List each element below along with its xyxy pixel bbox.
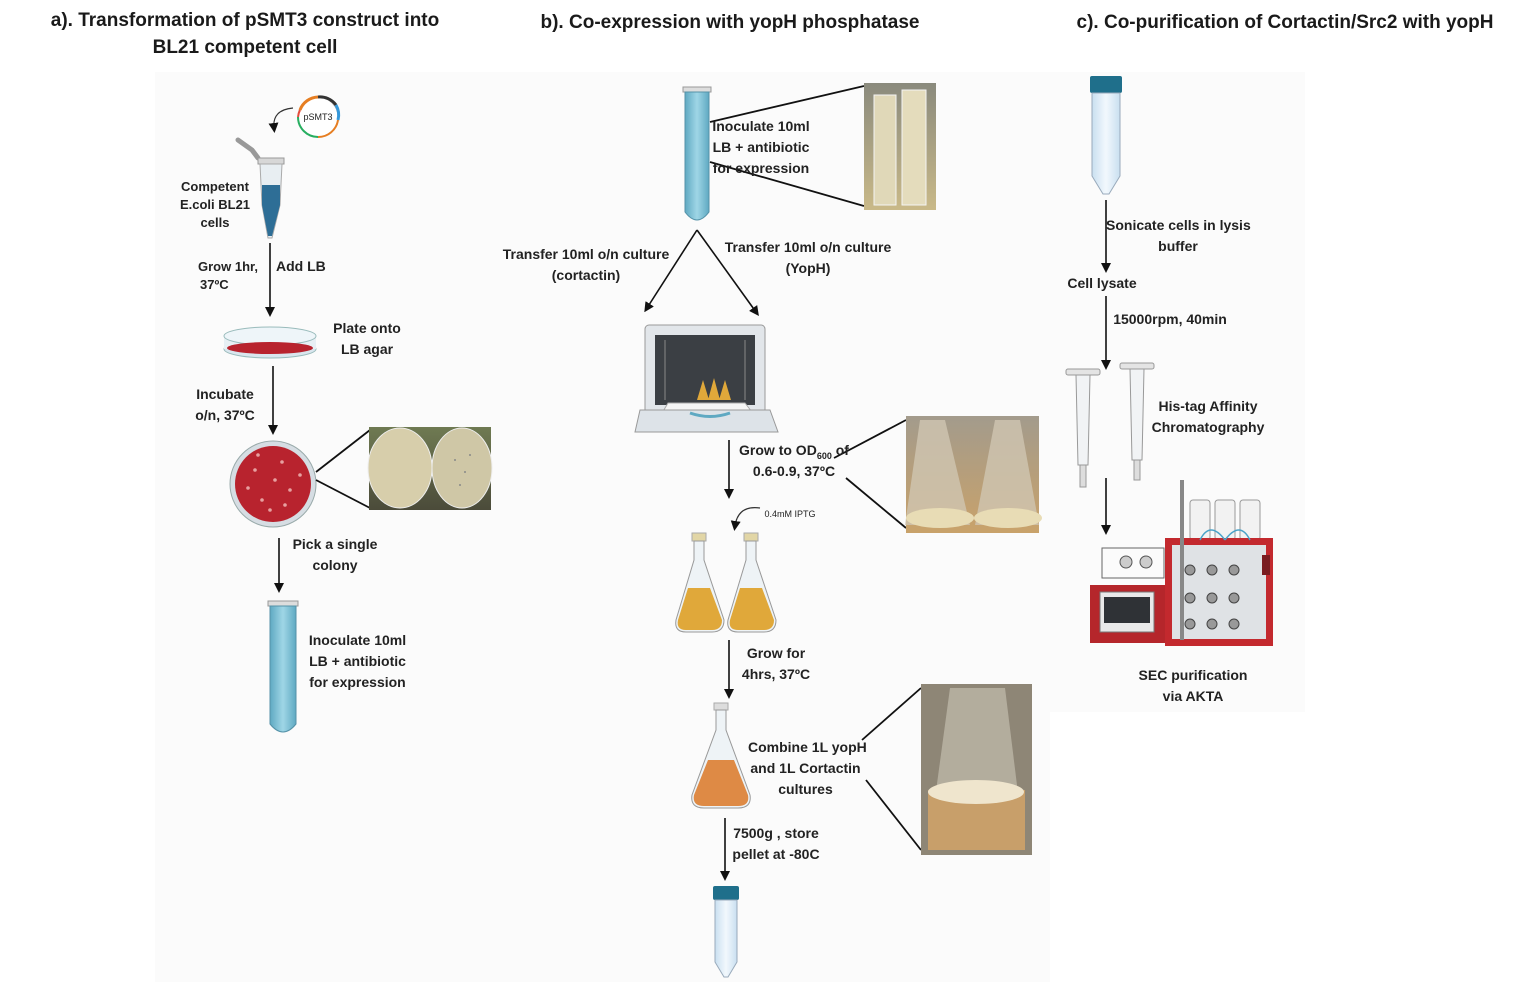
sonicate-label-2: buffer — [1158, 238, 1198, 254]
iptg-label: 0.4mM IPTG — [764, 509, 816, 519]
competent-cells-tube-icon — [235, 137, 285, 239]
plasmid-arrow — [268, 107, 294, 133]
plate-onto-label-1: Plate onto — [333, 320, 401, 336]
centrifuge-c-label: 15000rpm, 40min — [1113, 311, 1227, 327]
centrifuge-label-2: pellet at -80C — [732, 846, 820, 862]
falcon-tube-c-icon — [1090, 76, 1122, 195]
grow-1hr-label: Grow 1hr, — [198, 259, 258, 274]
petri-dish-colonies-icon — [229, 440, 317, 528]
combined-culture-photo — [921, 684, 1032, 855]
panel-a-title-line2: BL21 competent cell — [152, 37, 338, 58]
incubate-label-1: Incubate — [196, 386, 254, 402]
zoom-line-b2-top — [833, 419, 907, 459]
grow-od-label-1: Grow to OD600 of — [738, 440, 850, 467]
sec-label-1: SEC purification — [1138, 667, 1248, 683]
panel-c-title: c). Co-purification of Cortactin/Src2 wi… — [1076, 12, 1494, 33]
pick-colony-label-1: Pick a single — [292, 536, 378, 552]
panel-a-background — [155, 72, 495, 982]
add-lb-label: Add LB — [276, 258, 326, 274]
od-subscript: 600 — [816, 450, 832, 461]
arrow-b-split-right — [696, 229, 759, 317]
culture-tube-b-icon — [682, 86, 712, 221]
erlenmeyer-flasks-icon — [675, 532, 777, 633]
his-tag-label-1: His-tag Affinity — [1158, 398, 1258, 414]
akta-purifier-icon — [1090, 480, 1273, 646]
culture-tube-a-icon — [267, 600, 299, 733]
transfer-cortactin-label-2: (cortactin) — [551, 267, 621, 283]
inoculate-b-label-1: Inoculate 10ml — [712, 118, 810, 134]
panel-a-title-line1: a). Transformation of pSMT3 construct in… — [50, 10, 440, 31]
sonicate-label-1: Sonicate cells in lysis — [1106, 217, 1251, 233]
combine-label-3: cultures — [778, 781, 833, 797]
transfer-yoph-label-1: Transfer 10ml o/n culture — [724, 239, 892, 255]
inoculate-a-label-1: Inoculate 10ml — [308, 632, 407, 648]
inoculate-a-label-2: LB + antibiotic — [309, 653, 406, 669]
centrifuge-label-1: 7500g , store — [733, 825, 819, 841]
grow-1hr-temp-label: 37ºC — [200, 277, 229, 292]
panel-b-title: b). Co-expression with yopH phosphatase — [540, 12, 920, 33]
grow-4hrs-label-1: Grow for — [746, 645, 806, 661]
plasmid-label: pSMT3 — [303, 112, 333, 122]
zoom-line-a-bottom — [315, 479, 371, 509]
zoom-line-b2-bottom — [845, 477, 907, 529]
zoom-line-b3-bottom — [865, 779, 922, 851]
induced-flasks-photo — [905, 416, 1042, 533]
zoom-line-b1-bottom — [709, 161, 865, 207]
grow-od-text: Grow to OD — [739, 442, 817, 458]
shaker-incubator-icon — [634, 324, 779, 433]
affinity-columns-icon — [1065, 362, 1155, 488]
combine-label-2: and 1L Cortactin — [750, 760, 861, 776]
his-tag-label-2: Chromatography — [1151, 419, 1265, 435]
combined-culture-flask-icon — [691, 702, 751, 809]
incubate-label-2: o/n, 37ºC — [195, 407, 255, 423]
inoculate-b-label-3: for expression — [712, 160, 810, 176]
zoom-line-a-top — [315, 429, 371, 473]
zoom-line-b1-top — [709, 85, 865, 123]
falcon-tube-b-icon — [713, 886, 739, 978]
colony-plates-photo — [367, 427, 493, 510]
transfer-cortactin-label-1: Transfer 10ml o/n culture — [502, 246, 670, 262]
transfer-yoph-label-2: (YopH) — [785, 260, 831, 276]
competent-cells-label-1: Competent — [181, 179, 249, 194]
plate-onto-label-2: LB agar — [340, 341, 394, 357]
inoculate-a-label-3: for expression — [309, 674, 406, 690]
grow-od-label-2: 0.6-0.9, 37ºC — [752, 463, 836, 479]
plasmid-icon — [297, 95, 341, 139]
grow-od-of: of — [831, 442, 849, 458]
iptg-arrow — [730, 507, 761, 531]
competent-cells-label-2: E.coli BL21 — [179, 197, 251, 212]
competent-cells-label-3: cells — [200, 215, 230, 230]
pick-colony-label-2: colony — [312, 557, 358, 573]
grow-4hrs-label-2: 4hrs, 37ºC — [741, 666, 811, 682]
cell-lysate-label: Cell lysate — [1067, 275, 1137, 291]
inoculate-b-label-2: LB + antibiotic — [712, 139, 810, 155]
combine-label-1: Combine 1L yopH — [748, 739, 867, 755]
sec-label-2: via AKTA — [1162, 688, 1224, 704]
culture-tubes-photo — [864, 83, 936, 210]
lb-agar-plate-icon — [223, 326, 317, 359]
arrow-b-split-left — [644, 229, 698, 313]
zoom-line-b3-top — [861, 687, 922, 741]
